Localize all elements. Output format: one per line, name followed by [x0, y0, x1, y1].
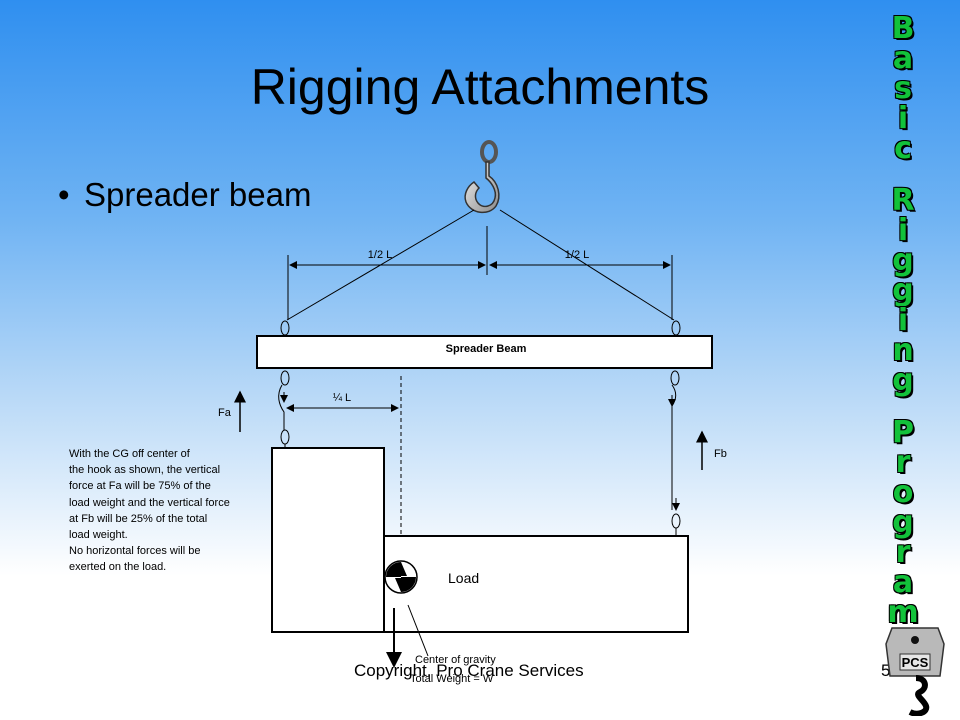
- load-label: Load: [448, 570, 479, 586]
- bullet-item: • Spreader beam: [58, 176, 311, 214]
- center-of-gravity-symbol: [384, 560, 418, 594]
- banner-letter: n: [892, 333, 914, 368]
- banner-letter: o: [892, 475, 914, 510]
- note-line: the hook as shown, the vertical: [69, 464, 221, 477]
- banner-letter: g: [892, 243, 914, 278]
- left-hanger: [278, 370, 290, 449]
- shackle-top-right: [671, 320, 681, 336]
- banner-letter: a: [892, 565, 914, 600]
- banner-letter: g: [892, 505, 914, 540]
- note-line: load weight and the vertical force: [69, 496, 230, 509]
- note-line: load weight.: [69, 529, 128, 542]
- bullet-text: Spreader beam: [84, 176, 312, 213]
- note-line: force at Fa will be 75% of the: [69, 480, 211, 493]
- copyright-footer: Copyright, Pro Crane Services: [354, 661, 584, 680]
- banner-letter: g: [892, 273, 914, 308]
- fa-label: Fa: [218, 407, 232, 419]
- banner-letter: R: [891, 183, 915, 218]
- bullet-marker: •: [58, 176, 70, 213]
- cg-leader-line: [407, 604, 429, 657]
- load-body: [271, 447, 689, 633]
- banner-letter: i: [897, 303, 909, 338]
- banner-letter: r: [895, 535, 911, 570]
- banner-letter: c: [894, 131, 912, 166]
- banner-letter: B: [891, 11, 915, 46]
- crane-hook-icon: [464, 140, 500, 214]
- banner-letter: r: [895, 445, 911, 480]
- banner-letter: i: [897, 213, 909, 248]
- note-line: With the CG off center of: [69, 448, 190, 460]
- pcs-logo-text: PCS: [902, 655, 929, 670]
- shackle-top-left: [280, 320, 290, 336]
- cg-label: Center of gravity: [415, 654, 496, 666]
- banner-letter: m: [887, 595, 919, 630]
- spreader-beam-label: Spreader Beam: [446, 343, 527, 355]
- banner-letter: g: [892, 363, 914, 398]
- pcs-logo-icon: PCS: [885, 627, 945, 716]
- note-line: exerted on the load.: [69, 561, 167, 574]
- dim-half-left-label: 1/2 L: [368, 249, 392, 261]
- banner-letter: s: [894, 71, 912, 106]
- slide-title: Rigging Attachments: [250, 59, 710, 115]
- note-line: at Fb will be 25% of the total: [69, 512, 208, 525]
- dim-half-right-label: 1/2 L: [565, 249, 589, 261]
- banner-letter: P: [892, 415, 914, 450]
- banner-letter: i: [897, 101, 909, 136]
- explanation-note: With the CG off center of the hook as sh…: [69, 446, 269, 576]
- note-line: No horizontal forces will be: [69, 545, 201, 558]
- weight-label: Total Weight = W: [410, 673, 494, 685]
- fb-label: Fb: [714, 448, 727, 460]
- dim-quarter-label: ¼ L: [333, 392, 351, 404]
- banner-letter: a: [892, 41, 914, 76]
- spreader-beam: [256, 335, 713, 369]
